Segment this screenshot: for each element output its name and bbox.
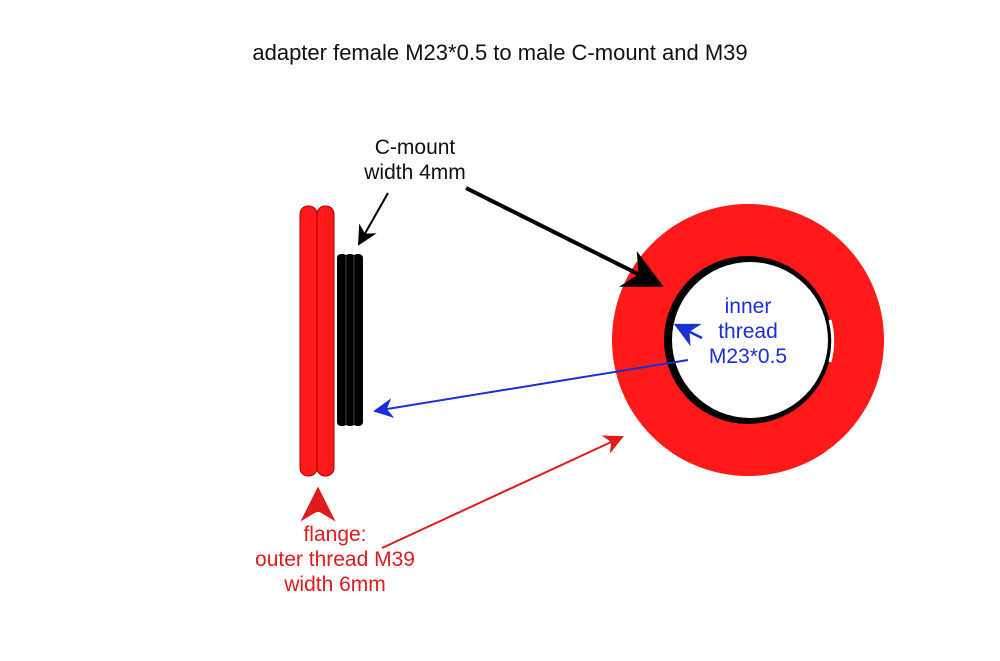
cmount-side-view — [337, 254, 363, 426]
inner-thread-label: inner thread M23*0.5 — [688, 295, 808, 369]
page-title: adapter female M23*0.5 to male C-mount a… — [252, 40, 748, 65]
cmount-label: C-mount width 4mm — [330, 136, 500, 186]
flange-label-line2: outer thread M39 — [255, 547, 415, 571]
cmount-big-arrow — [465, 186, 664, 287]
cmount-label-line1: C-mount — [374, 136, 456, 159]
inner-thread-label-line3: M23*0.5 — [708, 344, 788, 368]
cmount-label-line2: width 4mm — [364, 160, 466, 184]
inner-thread-long-arrow — [373, 359, 689, 418]
flange-diagonal-arrow — [381, 435, 624, 549]
adapter-front-view — [612, 204, 884, 476]
cmount-small-arrow — [358, 192, 389, 246]
flange-label-line3: width 6mm — [284, 572, 386, 596]
inner-thread-label-line1: inner — [724, 295, 772, 318]
inner-thread-label-line2: thread — [718, 319, 778, 343]
flange-label-line1: flange: — [303, 523, 367, 546]
flange-side-view — [299, 205, 335, 477]
inner-thread-small-arrow — [673, 323, 703, 347]
flange-label: flange: outer thread M39 width 6mm — [220, 523, 450, 597]
